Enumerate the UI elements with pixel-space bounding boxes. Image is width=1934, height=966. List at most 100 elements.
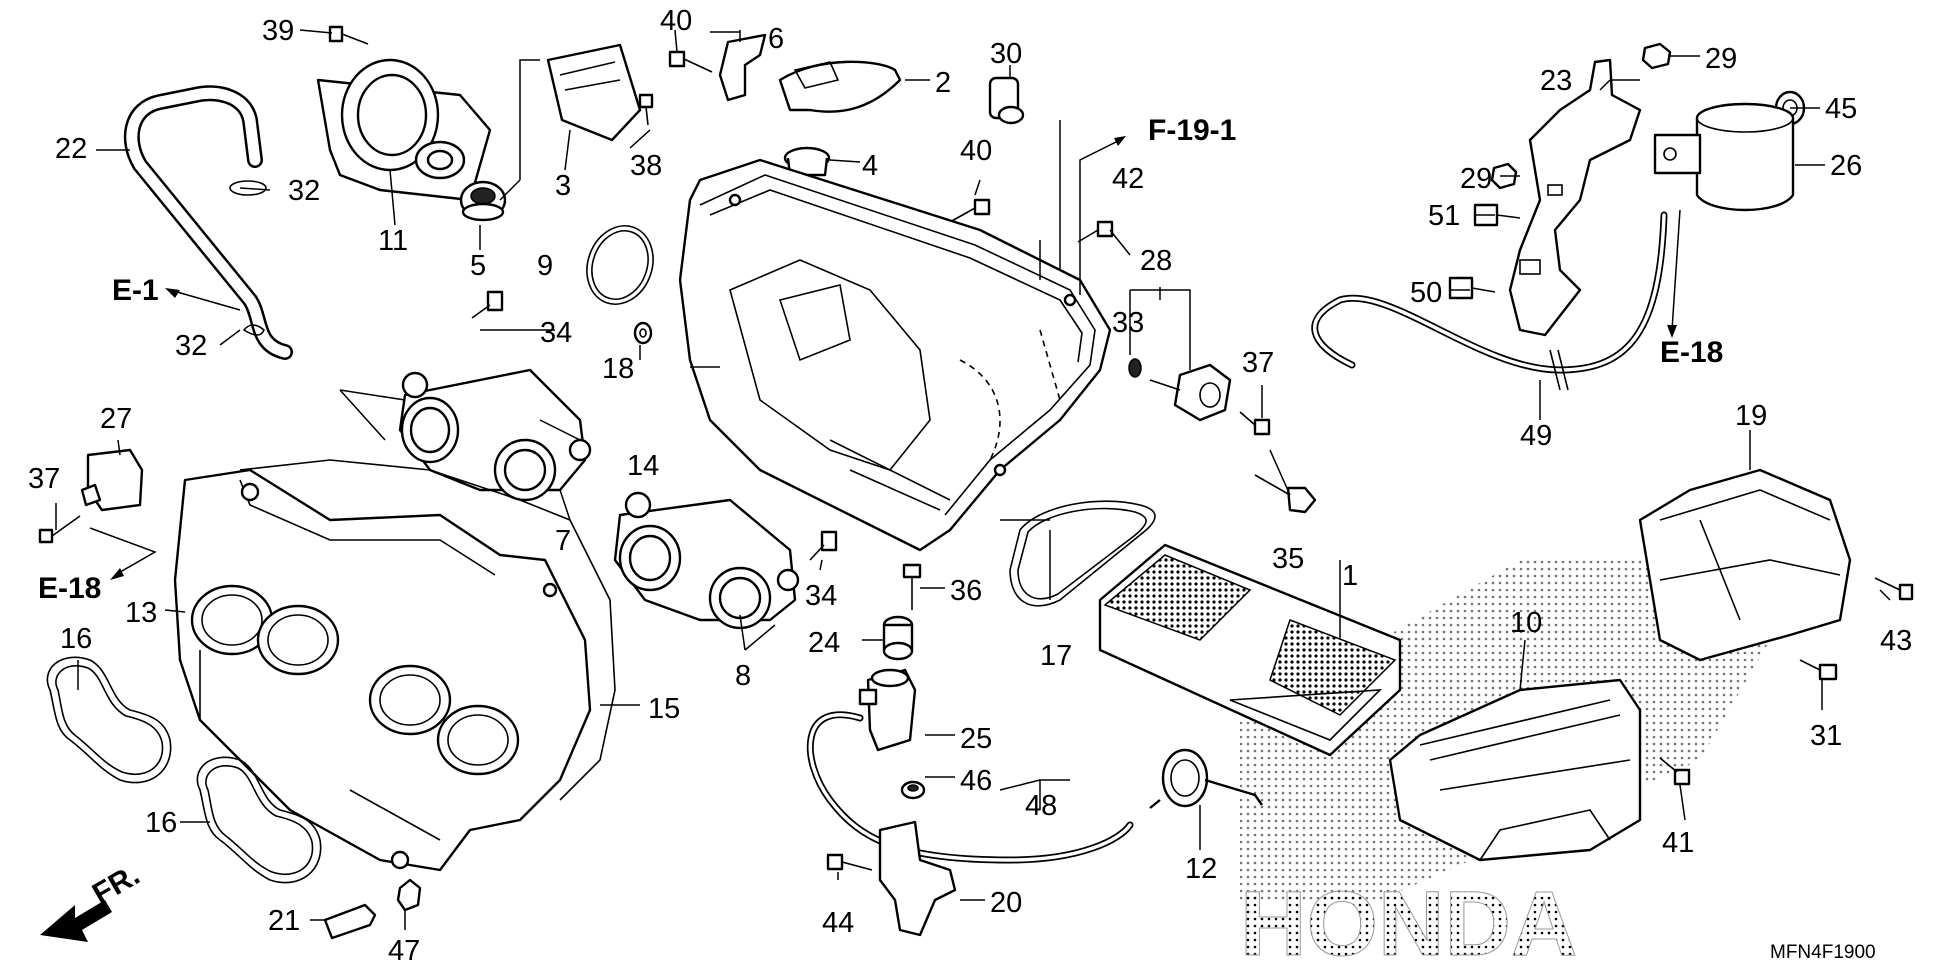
part-14-washer (633, 321, 653, 345)
callout-34-lower: 34 (805, 580, 837, 612)
part-3-cap (546, 43, 642, 142)
callout-36: 36 (950, 575, 982, 607)
callout-12: 12 (1185, 853, 1217, 885)
part-37-screw-right (1239, 411, 1271, 436)
callout-9: 9 (537, 250, 553, 282)
callout-49: 49 (1520, 420, 1552, 452)
callout-11: 11 (378, 225, 408, 257)
callout-15: 15 (648, 693, 680, 725)
callout-35: 35 (1272, 543, 1304, 575)
part-24-grommet (882, 615, 914, 661)
ref-e18-right: E-18 (1660, 336, 1723, 369)
callout-48: 48 (1025, 790, 1057, 822)
callout-26: 26 (1830, 150, 1862, 182)
callout-23: 23 (1540, 65, 1572, 97)
callout-4: 4 (862, 150, 878, 182)
part-35-bolt (1254, 474, 1317, 514)
callout-29-mid: 29 (1460, 163, 1492, 195)
part-38-screw (638, 93, 654, 126)
callout-27: 27 (100, 403, 132, 435)
callout-18: 18 (602, 353, 634, 385)
part-34-screw-lower (809, 530, 838, 561)
callout-8: 8 (735, 660, 751, 692)
callout-24: 24 (808, 627, 840, 659)
part-25-solenoid-valve (858, 668, 917, 752)
part-11-duct (316, 58, 492, 202)
callout-41: 41 (1662, 827, 1694, 859)
callout-20: 20 (990, 887, 1022, 919)
callout-labels: 39 22 32 32 11 5 3 38 40 6 2 30 4 40 F-1… (28, 5, 1912, 966)
callout-22: 22 (55, 133, 87, 165)
part-18-housing (678, 158, 1112, 552)
part-8-funnel (613, 491, 800, 630)
callout-7: 7 (555, 525, 571, 557)
part-22-hose (123, 85, 293, 360)
part-41-screw (1659, 757, 1691, 786)
callout-42: 42 (1112, 163, 1144, 195)
part-28-sensor (1149, 363, 1232, 422)
callout-33: 33 (1112, 307, 1144, 339)
part-33-o-ring (1128, 358, 1142, 378)
part-21-grommet (323, 903, 377, 940)
callout-2: 2 (935, 67, 951, 99)
part-7-funnel (398, 368, 592, 502)
callout-45: 45 (1825, 93, 1857, 125)
part-16-gasket-lower (196, 756, 322, 884)
front-arrow: FR. (40, 858, 145, 942)
callout-32-upper: 32 (288, 175, 320, 207)
callout-39: 39 (262, 15, 294, 47)
part-9-o-ring (586, 225, 654, 305)
callout-16-lower: 16 (145, 807, 177, 839)
part-23-bracket (1508, 58, 1642, 337)
part-20-bracket (878, 820, 957, 937)
callout-37-left: 37 (28, 463, 60, 495)
part-6-bracket (718, 33, 767, 102)
part-26-chamber (1653, 102, 1795, 212)
callout-29-upper: 29 (1705, 43, 1737, 75)
fr-label: FR. (87, 858, 145, 911)
ref-e1: E-1 (112, 274, 159, 307)
part-34-screw-upper (471, 290, 504, 319)
part-47-clip (396, 878, 422, 912)
part-19-duct (1638, 468, 1852, 662)
part-30-collar (988, 76, 1025, 125)
part-50-bolt (1448, 276, 1496, 300)
callout-32-lower: 32 (175, 330, 207, 362)
callout-21: 21 (268, 905, 300, 937)
ref-e18-left: E-18 (38, 572, 101, 605)
callout-44: 44 (822, 907, 854, 939)
callout-50: 50 (1410, 277, 1442, 309)
part-27-sensor (80, 448, 144, 512)
callout-25: 25 (960, 723, 992, 755)
callout-3: 3 (555, 170, 571, 202)
callout-37-right: 37 (1242, 347, 1274, 379)
callout-16-upper: 16 (60, 623, 92, 655)
callout-6: 6 (768, 23, 784, 55)
part-44-screw (826, 853, 873, 871)
callout-34-upper: 34 (540, 317, 572, 349)
leader-lines (55, 29, 1891, 930)
callout-40-lower: 40 (960, 135, 992, 167)
callout-19: 19 (1735, 400, 1767, 432)
callout-38: 38 (630, 150, 662, 182)
part-46-nut (900, 780, 926, 800)
part-40-screw-lower (949, 198, 991, 223)
callout-1: 1 (1342, 560, 1358, 592)
part-42-screw (1077, 220, 1114, 243)
part-5-grommet (459, 180, 507, 222)
part-16-gasket-upper (46, 656, 172, 784)
part-12-valve (1149, 748, 1263, 809)
callout-5: 5 (470, 250, 486, 282)
callout-10: 10 (1510, 607, 1542, 639)
callout-28: 28 (1140, 245, 1172, 277)
part-39-screw (328, 25, 369, 45)
part-49-tube (1311, 211, 1668, 391)
reference-arrows (89, 136, 1681, 580)
part-2-duct-cover (778, 60, 902, 113)
part-43-screw (1874, 577, 1914, 601)
part-32-clip-lower (242, 324, 265, 336)
callout-13: 13 (125, 597, 157, 629)
part-40-screw-upper (668, 50, 713, 73)
